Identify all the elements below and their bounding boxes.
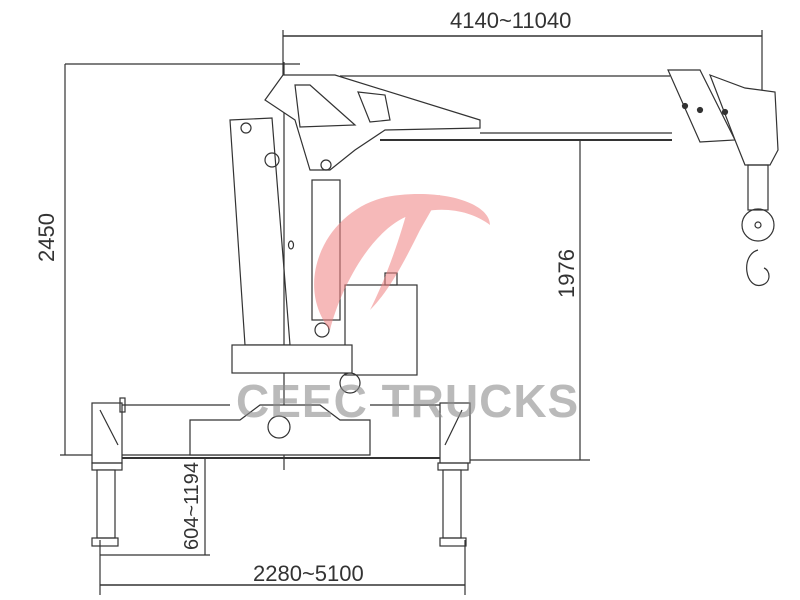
watermark-text: CEEC TRUCKS xyxy=(236,375,580,427)
watermark-logo xyxy=(314,194,490,330)
pivot-height-dimension-label: 1976 xyxy=(554,249,579,298)
telescopic-boom xyxy=(340,75,672,141)
height-dimension-label: 2450 xyxy=(34,213,59,262)
dimension-line-span xyxy=(99,540,466,595)
boom-head xyxy=(264,74,481,171)
dimension-line-leg xyxy=(100,458,210,556)
span-dimension-label: 2280~5100 xyxy=(253,561,364,586)
outrigger-right xyxy=(437,402,471,547)
boom-tip xyxy=(667,69,779,166)
outrigger-left xyxy=(91,397,126,547)
reach-dimension-label: 4140~11040 xyxy=(450,8,572,33)
crane-column xyxy=(229,62,295,470)
dimension-line-pivot xyxy=(470,140,590,461)
leg-stroke-dimension-label: 604~1194 xyxy=(181,461,203,550)
hook-block xyxy=(741,164,775,286)
crane-base xyxy=(120,344,460,456)
